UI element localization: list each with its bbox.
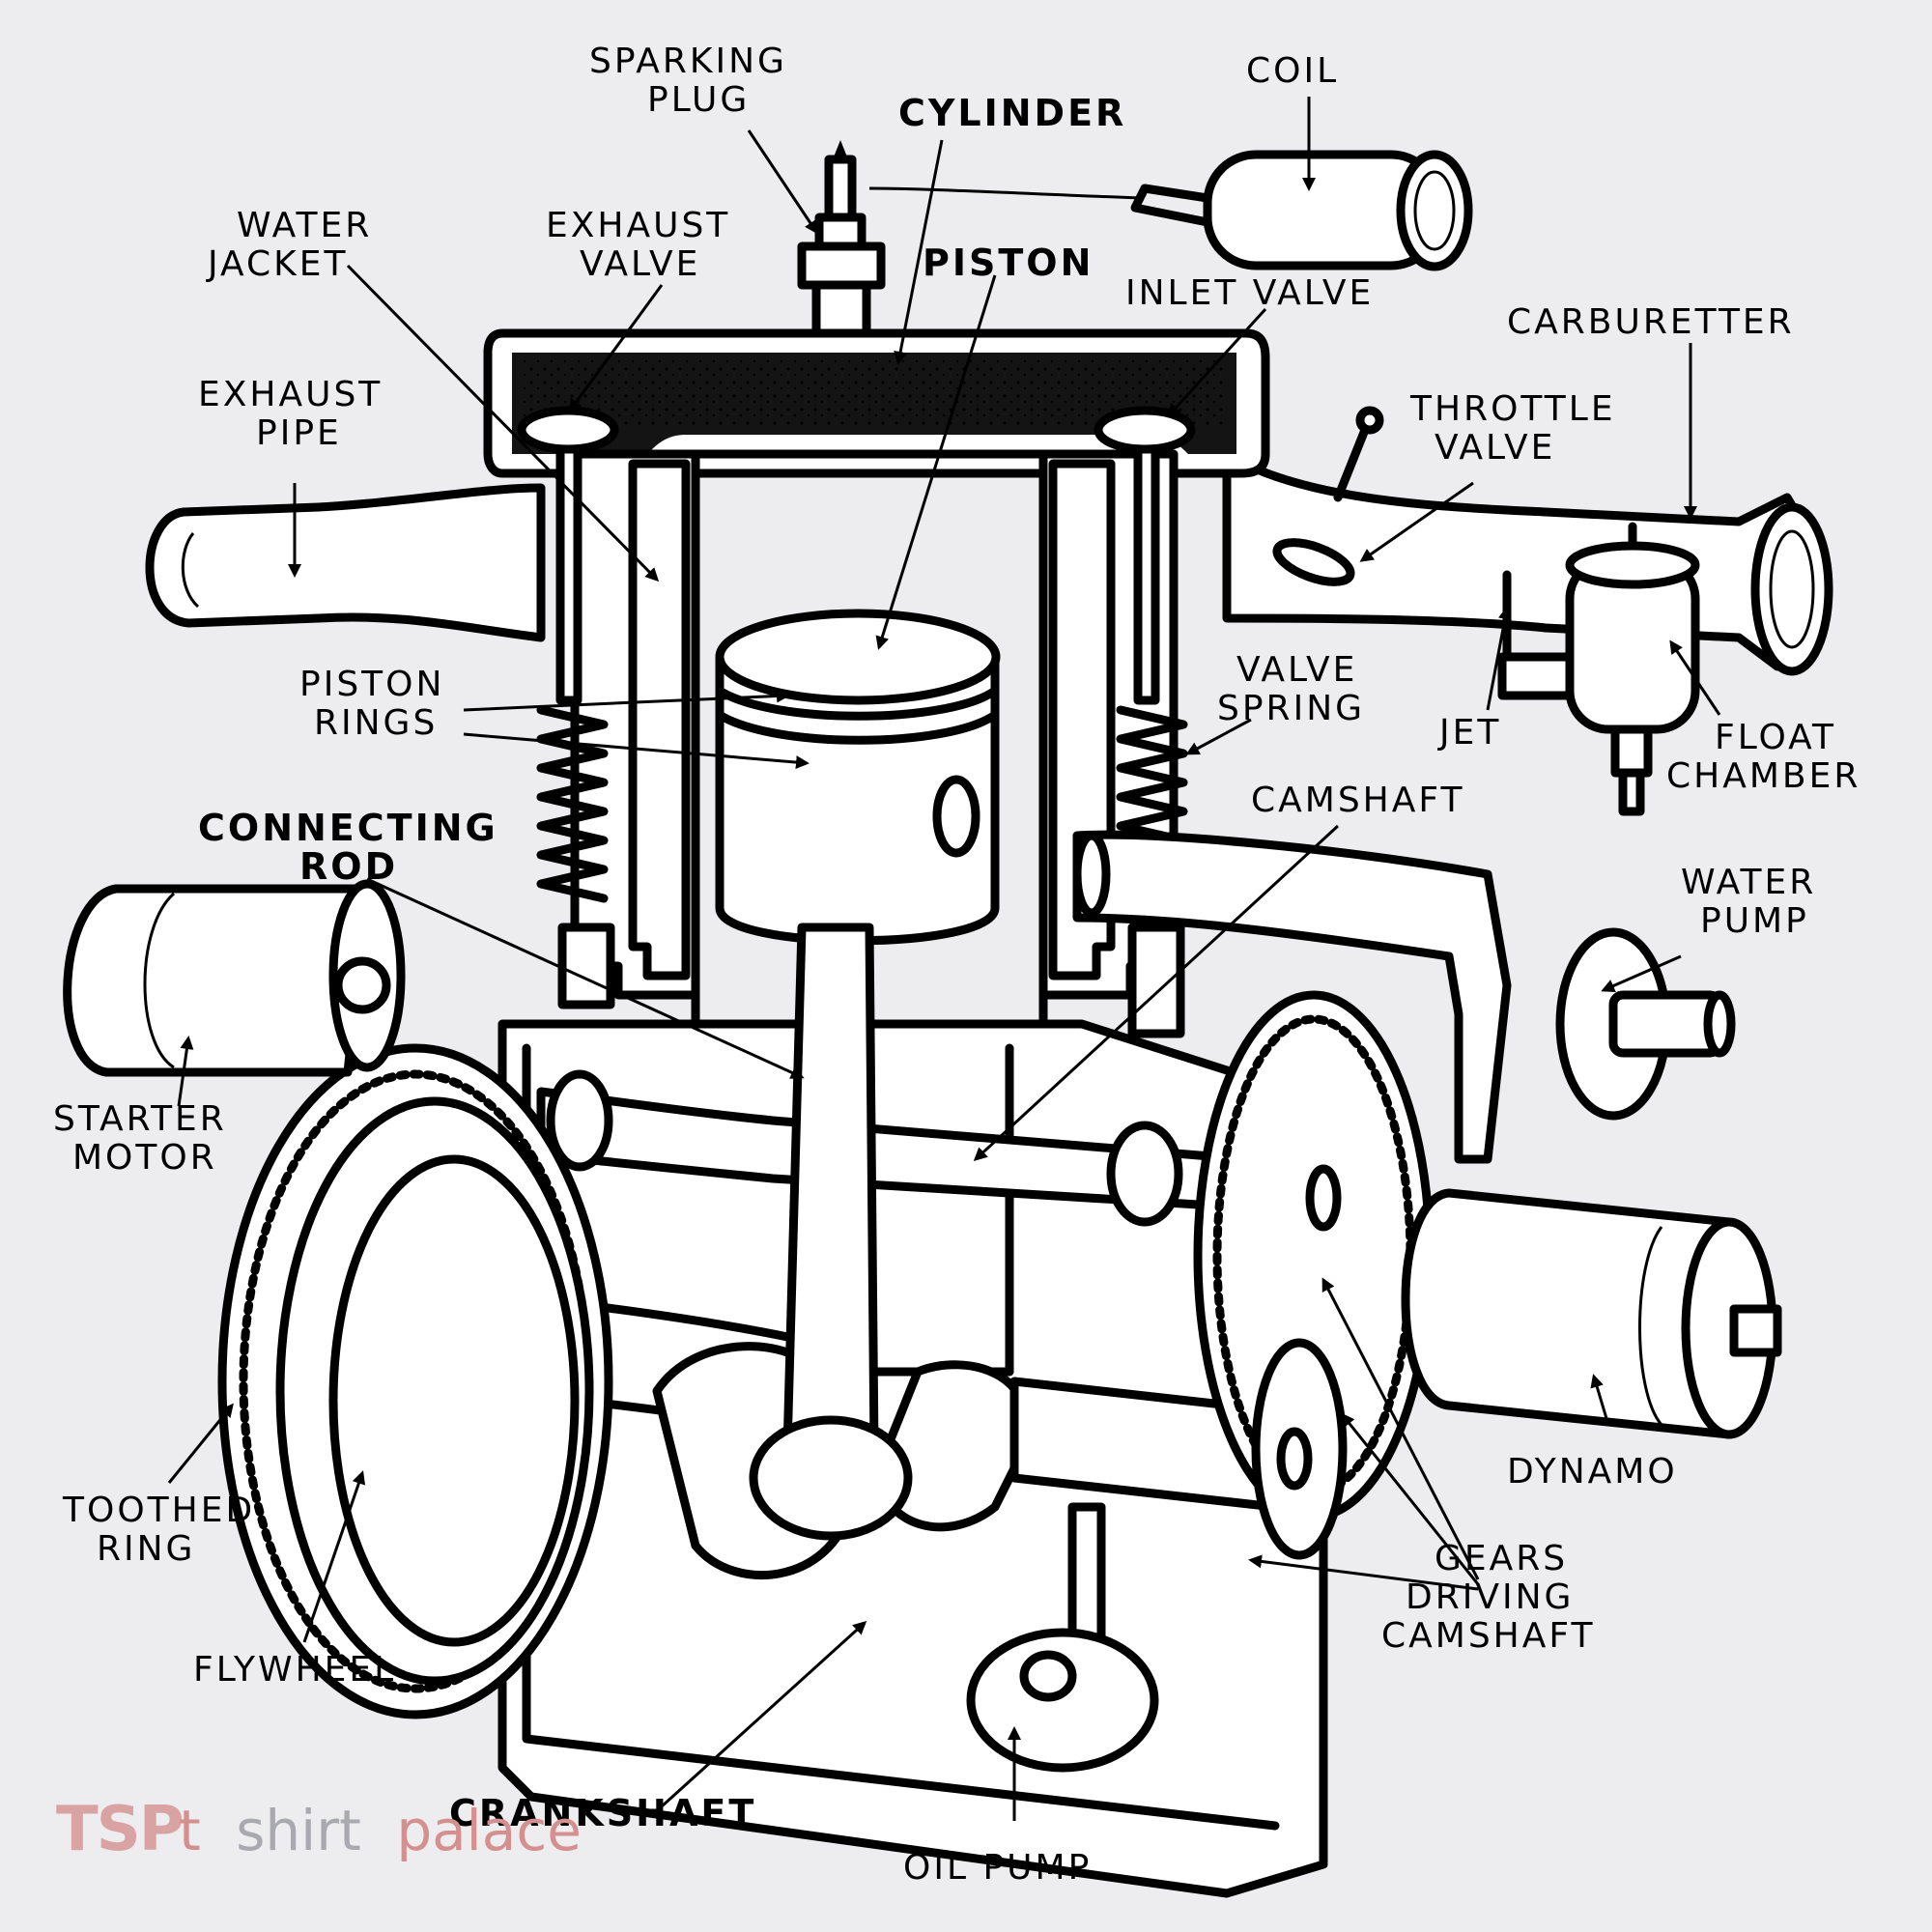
label-piston-rings-line1: PISTON	[299, 665, 444, 704]
labels: SPARKING PLUG CYLINDER COIL WATER JACKET…	[53, 42, 1861, 1888]
label-gears-line3: CAMSHAFT	[1381, 1616, 1595, 1656]
watermark-palace: palace	[396, 1798, 582, 1863]
label-camshaft: CAMSHAFT	[1251, 781, 1464, 820]
label-connecting-rod-line1: CONNECTING	[198, 807, 498, 849]
label-exhaust-valve-line2: VALVE	[580, 244, 700, 284]
camshaft-part	[536, 1069, 1251, 1227]
label-inlet-valve: INLET VALVE	[1125, 273, 1374, 313]
watermark: TSP t shirt palace	[56, 1794, 582, 1865]
throttle-valve-part	[1272, 406, 1384, 586]
watermark-t: t	[179, 1798, 201, 1863]
label-oil-pump: OIL PUMP	[903, 1848, 1092, 1888]
label-water-pump-line1: WATER	[1681, 863, 1816, 902]
label-piston: PISTON	[923, 242, 1094, 284]
label-gears-line2: DRIVING	[1406, 1577, 1574, 1617]
label-throttle-valve-line1: THROTTLE	[1409, 389, 1616, 429]
engine-drawing	[63, 140, 1833, 1898]
label-float-chamber-line1: FLOAT	[1715, 718, 1836, 757]
label-carburetter: CARBURETTER	[1507, 302, 1795, 342]
label-toothed-ring-line1: TOOTHED	[62, 1491, 255, 1530]
label-starter-motor-line2: MOTOR	[72, 1138, 217, 1178]
label-sparking-plug-line2: PLUG	[647, 80, 750, 120]
label-sparking-plug-line1: SPARKING	[589, 42, 787, 81]
label-flywheel: FLYWHEEL	[193, 1650, 396, 1690]
flywheel-part	[217, 1043, 613, 1719]
cylinder-head	[483, 328, 1270, 478]
label-water-pump-line2: PUMP	[1700, 901, 1809, 941]
label-exhaust-valve-line1: EXHAUST	[546, 206, 730, 245]
leader-arrows	[167, 97, 1721, 1821]
watermark-logo: TSP	[56, 1794, 183, 1865]
label-jet: JET	[1437, 713, 1501, 753]
label-coil: COIL	[1246, 51, 1339, 91]
connecting-rod-part	[749, 923, 913, 1541]
label-gears-line1: GEARS	[1435, 1539, 1568, 1578]
exhaust-valve-part	[517, 406, 619, 1009]
watermark-shirt: shirt	[236, 1798, 361, 1863]
label-exhaust-pipe-line1: EXHAUST	[198, 375, 383, 414]
float-chamber-part	[1497, 522, 1700, 816]
watermark-text: t shirt palace	[179, 1798, 582, 1863]
starter-motor-part	[63, 879, 406, 1077]
label-piston-rings-line2: RINGS	[314, 703, 438, 743]
label-dynamo: DYNAMO	[1507, 1452, 1678, 1492]
label-cylinder: CYLINDER	[898, 92, 1126, 134]
label-connecting-rod-line2: ROD	[299, 845, 398, 888]
label-toothed-ring-line2: RING	[97, 1529, 195, 1569]
coil-part	[868, 150, 1473, 271]
label-water-jacket-line1: WATER	[237, 206, 372, 245]
label-valve-spring-line2: SPRING	[1217, 689, 1365, 728]
piston-part	[715, 609, 1001, 946]
label-water-jacket-line2: JACKET	[206, 244, 348, 284]
label-exhaust-pipe-line2: PIPE	[256, 413, 342, 453]
dynamo-part	[1401, 1188, 1782, 1439]
label-float-chamber-line2: CHAMBER	[1666, 756, 1861, 796]
inlet-valve-part	[1094, 406, 1196, 1038]
water-pump-part	[1072, 830, 1736, 1164]
label-valve-spring-line1: VALVE	[1236, 650, 1357, 690]
label-throttle-valve-line2: VALVE	[1435, 428, 1555, 468]
exhaust-pipe	[145, 483, 546, 642]
label-crankshaft: CRANKSHAFT	[449, 1792, 756, 1834]
label-starter-motor-line1: STARTER	[53, 1099, 227, 1139]
